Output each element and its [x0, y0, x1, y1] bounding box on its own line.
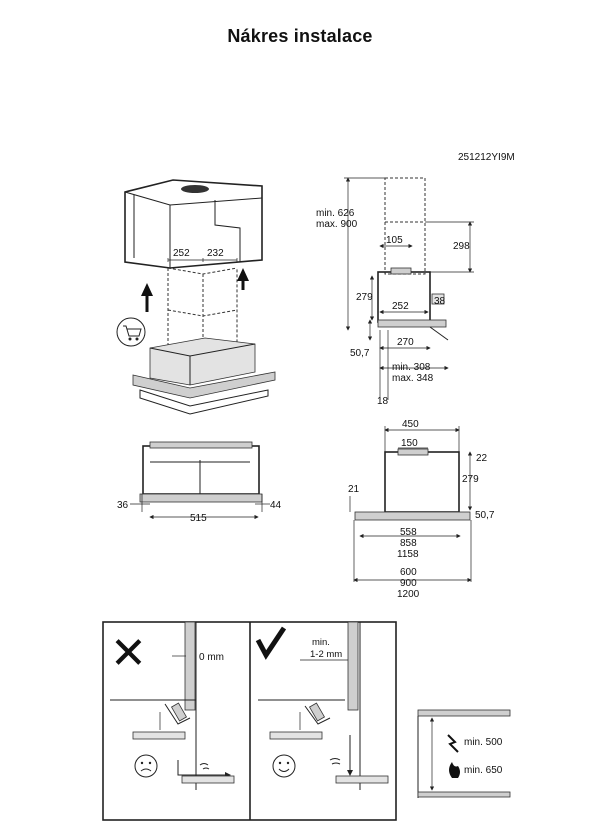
- dim-600: 600: [400, 567, 417, 578]
- dim-900: 900: [400, 578, 417, 589]
- dim-1200: 1200: [397, 589, 420, 600]
- cross-icon: ✕: [110, 629, 147, 678]
- dim-232: 232: [207, 248, 224, 259]
- height-electric: min. 500: [464, 737, 503, 748]
- check-icon: [255, 626, 287, 660]
- dim-38: 38: [434, 296, 446, 307]
- dim-50-7-front: 50,7: [475, 510, 495, 521]
- dim-450: 450: [402, 419, 419, 430]
- dim-558: 558: [400, 527, 417, 538]
- shopping-cart-icon: [116, 317, 146, 347]
- front-view: 450 150 22 279 21 50,7 558 858 1158 600 …: [348, 419, 495, 600]
- dim-max-348: max. 348: [392, 373, 434, 384]
- dim-279: 279: [356, 292, 373, 303]
- dim-298: 298: [453, 241, 470, 252]
- isometric-view: 252 232: [116, 179, 276, 415]
- dim-150: 150: [401, 438, 418, 449]
- bottom-view: 515 36 44: [117, 441, 282, 524]
- clearance-good-l2: 1-2 mm: [310, 649, 342, 660]
- dim-22: 22: [476, 453, 488, 464]
- dim-252-side: 252: [392, 301, 409, 312]
- dim-858: 858: [400, 538, 417, 549]
- side-view: min. 626 max. 900 298 105 279 38 252 50,…: [316, 177, 474, 407]
- clearance-good-l1: min.: [312, 637, 330, 648]
- clearance-bad: 0 mm: [199, 652, 224, 663]
- dim-515: 515: [190, 513, 207, 524]
- height-diagram: min. 500 min. 650: [417, 709, 511, 798]
- dim-18: 18: [377, 396, 389, 407]
- dim-21: 21: [348, 484, 360, 495]
- smiley-face-icon: [272, 754, 296, 778]
- dim-36: 36: [117, 500, 129, 511]
- dim-min-308: min. 308: [392, 362, 431, 373]
- dim-min-626: min. 626: [316, 208, 355, 219]
- dim-max-900: max. 900: [316, 219, 358, 230]
- dim-279-front: 279: [462, 474, 479, 485]
- dim-50-7: 50,7: [350, 348, 370, 359]
- drawing-code: 251212YI9M: [458, 152, 515, 163]
- gas-flame-icon: [449, 762, 460, 778]
- dim-105: 105: [386, 235, 403, 246]
- height-gas: min. 650: [464, 765, 503, 776]
- dim-270: 270: [397, 337, 414, 348]
- page-title: Nákres instalace: [227, 26, 373, 46]
- dim-1158: 1158: [397, 549, 419, 560]
- electric-icon: [447, 734, 459, 753]
- sad-face-icon: [134, 754, 158, 778]
- dim-44: 44: [270, 500, 282, 511]
- dim-252: 252: [173, 248, 190, 259]
- clearance-panel: ✕ 0 mm min. 1-2 mm: [102, 621, 397, 821]
